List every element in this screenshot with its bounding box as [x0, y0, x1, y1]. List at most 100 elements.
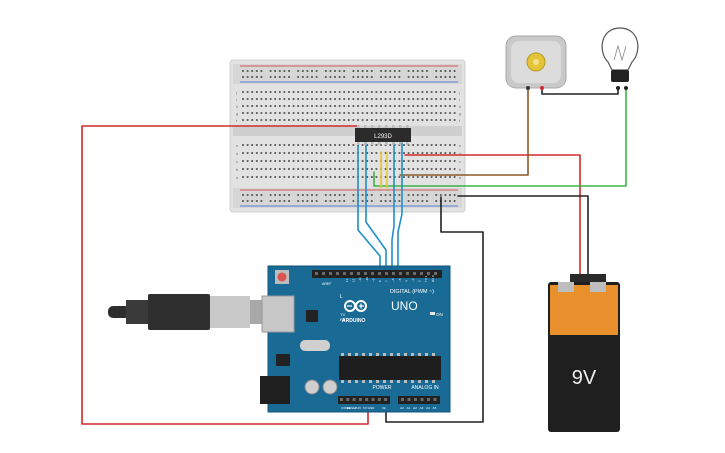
breadboard-hole[interactable]: [269, 98, 272, 100]
breadboard-hole[interactable]: [398, 70, 401, 72]
breadboard-hole[interactable]: [288, 91, 290, 93]
digital-pin[interactable]: [413, 272, 416, 275]
breadboard-hole[interactable]: [426, 194, 428, 196]
breadboard-hole[interactable]: [426, 70, 428, 72]
breadboard-hole[interactable]: [283, 144, 286, 146]
breadboard-hole[interactable]: [278, 160, 281, 162]
breadboard-hole[interactable]: [389, 152, 392, 154]
breadboard-hole[interactable]: [269, 112, 272, 114]
breadboard-hole[interactable]: [311, 112, 313, 114]
breadboard-hole[interactable]: [366, 70, 369, 72]
breadboard-hole[interactable]: [324, 176, 327, 178]
breadboard-hole[interactable]: [370, 176, 373, 178]
breadboard-hole[interactable]: [421, 76, 424, 78]
dc-motor-icon[interactable]: [505, 35, 567, 90]
power-pin[interactable]: [346, 398, 350, 401]
breadboard-hole[interactable]: [370, 91, 373, 93]
breadboard-hole[interactable]: [306, 176, 309, 178]
power-pin[interactable]: [352, 398, 356, 401]
breadboard-hole[interactable]: [430, 152, 433, 154]
breadboard-hole[interactable]: [416, 160, 419, 162]
breadboard-hole[interactable]: [278, 168, 281, 170]
breadboard-hole[interactable]: [242, 98, 244, 100]
breadboard-hole[interactable]: [260, 112, 263, 114]
breadboard-hole[interactable]: [297, 200, 300, 202]
breadboard-hole[interactable]: [430, 98, 433, 100]
breadboard-hole[interactable]: [398, 105, 401, 107]
breadboard-hole[interactable]: [343, 176, 346, 178]
breadboard-hole[interactable]: [334, 152, 336, 154]
wire-blue-2[interactable]: [365, 142, 387, 271]
breadboard-hole[interactable]: [311, 70, 313, 72]
breadboard-hole[interactable]: [389, 112, 392, 114]
breadboard-hole[interactable]: [352, 176, 355, 178]
breadboard-hole[interactable]: [453, 194, 456, 196]
breadboard-hole[interactable]: [269, 176, 272, 178]
breadboard-hole[interactable]: [416, 194, 419, 196]
breadboard-hole[interactable]: [416, 200, 419, 202]
breadboard-hole[interactable]: [260, 105, 263, 107]
wire-green-bulb[interactable]: [373, 87, 627, 187]
breadboard-hole[interactable]: [301, 160, 304, 162]
breadboard-hole[interactable]: [352, 152, 355, 154]
breadboard-hole[interactable]: [398, 168, 401, 170]
breadboard-hole[interactable]: [329, 200, 332, 202]
wire-black-gnd[interactable]: [385, 196, 484, 423]
breadboard-hole[interactable]: [439, 194, 442, 196]
breadboard-hole[interactable]: [407, 70, 410, 72]
breadboard-hole[interactable]: [398, 91, 401, 93]
breadboard-hole[interactable]: [366, 176, 369, 178]
breadboard-hole[interactable]: [255, 98, 258, 100]
breadboard-hole[interactable]: [334, 119, 336, 121]
breadboard-hole[interactable]: [453, 176, 456, 178]
breadboard-hole[interactable]: [352, 105, 355, 107]
breadboard-hole[interactable]: [334, 91, 336, 93]
breadboard-hole[interactable]: [283, 98, 286, 100]
breadboard-hole[interactable]: [384, 76, 387, 78]
breadboard-hole[interactable]: [242, 194, 244, 196]
breadboard-hole[interactable]: [449, 76, 451, 78]
breadboard-hole[interactable]: [297, 152, 300, 154]
breadboard-hole[interactable]: [370, 112, 373, 114]
breadboard-hole[interactable]: [343, 76, 346, 78]
power-pin[interactable]: [365, 398, 369, 401]
breadboard-hole[interactable]: [370, 70, 373, 72]
breadboard-hole[interactable]: [251, 152, 254, 154]
breadboard-hole[interactable]: [334, 194, 336, 196]
breadboard-hole[interactable]: [403, 160, 405, 162]
breadboard-hole[interactable]: [426, 152, 428, 154]
breadboard-hole[interactable]: [311, 200, 313, 202]
breadboard-hole[interactable]: [329, 176, 332, 178]
breadboard-hole[interactable]: [242, 176, 244, 178]
breadboard-hole[interactable]: [407, 194, 410, 196]
breadboard-hole[interactable]: [324, 70, 327, 72]
breadboard-hole[interactable]: [315, 194, 318, 196]
breadboard-hole[interactable]: [311, 160, 313, 162]
wire-black-battery[interactable]: [457, 195, 589, 276]
breadboard-hole[interactable]: [315, 119, 318, 121]
breadboard-hole[interactable]: [251, 194, 254, 196]
breadboard-hole[interactable]: [352, 168, 355, 170]
breadboard-hole[interactable]: [283, 194, 286, 196]
breadboard-hole[interactable]: [439, 91, 442, 93]
breadboard-hole[interactable]: [412, 200, 415, 202]
analog-pin[interactable]: [401, 398, 404, 401]
breadboard-hole[interactable]: [366, 200, 369, 202]
breadboard-hole[interactable]: [435, 168, 438, 170]
breadboard-hole[interactable]: [269, 76, 272, 78]
breadboard-hole[interactable]: [352, 98, 355, 100]
breadboard-hole[interactable]: [320, 152, 323, 154]
breadboard-hole[interactable]: [426, 112, 428, 114]
breadboard-hole[interactable]: [343, 70, 346, 72]
breadboard-hole[interactable]: [306, 76, 309, 78]
breadboard-hole[interactable]: [375, 152, 378, 154]
breadboard-hole[interactable]: [306, 119, 309, 121]
breadboard-hole[interactable]: [274, 91, 277, 93]
breadboard-hole[interactable]: [255, 168, 258, 170]
breadboard-hole[interactable]: [288, 119, 290, 121]
breadboard-hole[interactable]: [315, 98, 318, 100]
breadboard-hole[interactable]: [255, 194, 258, 196]
breadboard-hole[interactable]: [274, 76, 277, 78]
breadboard-hole[interactable]: [297, 168, 300, 170]
